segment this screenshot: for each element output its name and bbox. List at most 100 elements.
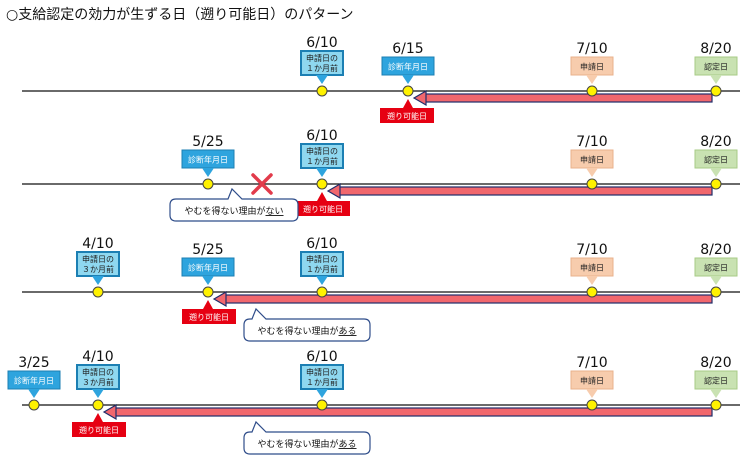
marker-date: 3/25 (18, 355, 49, 371)
marker-arrow (316, 276, 328, 285)
marker-arrow (202, 168, 214, 177)
marker-label: １か月前 (306, 156, 338, 166)
marker-label: 申請日の (306, 53, 338, 63)
retro-label-box (182, 309, 236, 324)
marker-arrow (92, 389, 104, 398)
marker-label: 申請日の (306, 367, 338, 377)
marker-arrow (710, 389, 722, 398)
marker-arrow (92, 276, 104, 285)
marker-date: 5/25 (192, 242, 223, 258)
marker-label: １か月前 (306, 63, 338, 73)
marker-label: 診断年月日 (14, 376, 54, 386)
date-marker: 8/20 認定日 (694, 134, 738, 190)
callout-bubble (169, 187, 299, 222)
marker-date: 6/10 (306, 349, 337, 365)
marker-label: 申請日 (580, 263, 604, 273)
marker-label: 申請日の (82, 367, 114, 377)
marker-arrow (586, 168, 598, 177)
marker-date: 8/20 (700, 355, 731, 371)
retro-period-bar (421, 93, 713, 103)
retro-label-text: 遡り可能日 (303, 204, 343, 214)
marker-dot (316, 399, 328, 411)
retro-label-text: 遡り可能日 (189, 312, 229, 322)
marker-dot (202, 286, 214, 298)
marker-date: 7/10 (576, 41, 607, 57)
marker-arrow (402, 75, 414, 84)
marker-dot (710, 399, 722, 411)
callout-text: やむを得ない理由がある (257, 438, 356, 450)
marker-label: 申請日 (580, 376, 604, 386)
marker-label: ３か月前 (82, 264, 114, 274)
marker-dot (92, 399, 104, 411)
reason-callout: やむを得ない理由がない (169, 187, 299, 222)
reason-callout: やむを得ない理由がある (243, 307, 371, 342)
marker-dot (586, 85, 598, 97)
retro-date-label: 遡り可能日 (182, 300, 236, 324)
retro-label-arrow (203, 300, 213, 309)
date-marker: 3/25 診断年月日 (7, 355, 61, 411)
marker-dot (710, 85, 722, 97)
marker-date: 8/20 (700, 41, 731, 57)
marker-dot (402, 85, 414, 97)
timeline-row: 4/10申請日の３か月前5/25診断年月日6/10申請日の１か月前7/10申請日… (22, 236, 740, 342)
retro-arrowhead (412, 89, 427, 107)
timeline-row: 3/25診断年月日4/10申請日の３か月前6/10申請日の１か月前7/10申請日… (7, 349, 740, 455)
marker-arrow (316, 389, 328, 398)
retro-arrowhead (212, 290, 227, 308)
retro-label-box (72, 422, 126, 437)
marker-date: 6/10 (306, 35, 337, 51)
marker-label: 認定日 (704, 376, 728, 386)
marker-label: 診断年月日 (188, 155, 228, 165)
marker-dot (710, 286, 722, 298)
marker-label-box (76, 251, 120, 277)
retro-label-box (380, 108, 434, 123)
marker-arrow (586, 389, 598, 398)
diagram-title: ○支給認定の効力が生ずる日（遡り可能日）のパターン (6, 7, 354, 23)
retro-date-label: 遡り可能日 (72, 413, 126, 437)
marker-dot (586, 399, 598, 411)
marker-dot (92, 286, 104, 298)
marker-label: 申請日の (82, 254, 114, 264)
cross-mark-icon (251, 173, 273, 195)
marker-date: 6/10 (306, 236, 337, 252)
marker-dot (586, 286, 598, 298)
marker-date: 8/20 (700, 242, 731, 258)
marker-label: 申請日の (306, 254, 338, 264)
date-marker: 7/10 申請日 (570, 242, 614, 298)
callout-bubble (243, 307, 371, 342)
marker-date: 8/20 (700, 134, 731, 150)
marker-date: 4/10 (82, 236, 113, 252)
marker-arrow (316, 168, 328, 177)
marker-label-box (300, 251, 344, 277)
marker-dot (28, 399, 40, 411)
marker-arrow (586, 75, 598, 84)
marker-date: 7/10 (576, 242, 607, 258)
retro-label-arrow (93, 413, 103, 422)
marker-arrow (28, 389, 40, 398)
marker-date: 7/10 (576, 355, 607, 371)
marker-date: 7/10 (576, 134, 607, 150)
marker-label-box (300, 50, 344, 76)
marker-arrow (710, 168, 722, 177)
marker-label: ３か月前 (82, 377, 114, 387)
marker-date: 4/10 (82, 349, 113, 365)
date-marker: 7/10 申請日 (570, 355, 614, 411)
marker-arrow (710, 75, 722, 84)
date-marker: 8/20 認定日 (694, 355, 738, 411)
retro-label-arrow (317, 192, 327, 201)
marker-label: 認定日 (704, 155, 728, 165)
retro-arrowhead (102, 403, 117, 421)
